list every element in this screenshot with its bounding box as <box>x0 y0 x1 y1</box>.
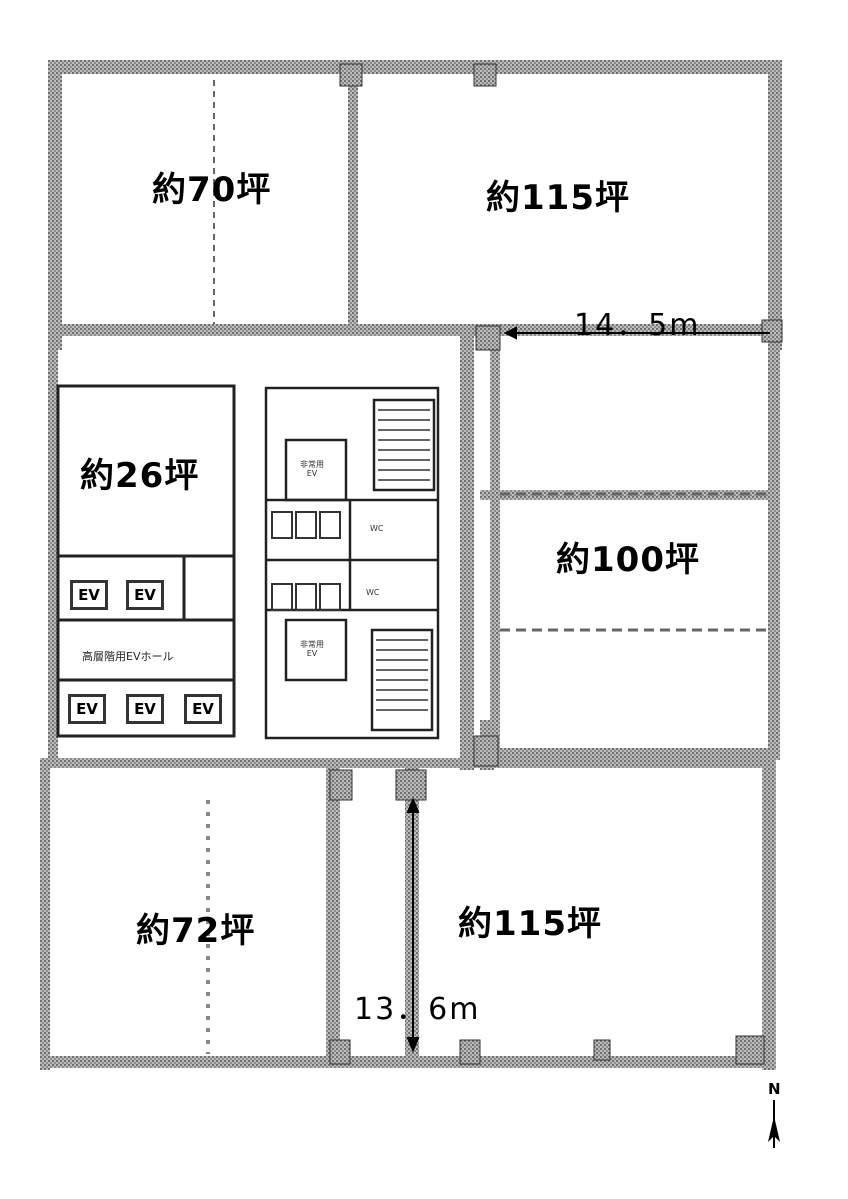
wc-label-2: WC <box>366 588 380 597</box>
ev-hall-label: 高層階用EVホール <box>82 650 174 663</box>
north-arrow-icon <box>768 1100 780 1148</box>
freight-ev-label-1: 非常用 EV <box>300 460 324 478</box>
wc-stalls <box>271 511 341 611</box>
wc-label-1: WC <box>370 524 384 533</box>
dimension-top: 14．5m <box>574 308 701 343</box>
elevator-3: EV <box>68 694 106 724</box>
stairs <box>376 409 430 711</box>
dimension-lines <box>406 326 770 1053</box>
elevator-label: EV <box>134 700 156 718</box>
room-label-se: 約115坪 <box>458 904 602 944</box>
central-core <box>264 386 440 740</box>
elevator-4: EV <box>126 694 164 724</box>
room-label-ne: 約115坪 <box>486 178 630 218</box>
elevator-label: EV <box>78 586 100 604</box>
room-label-w-mid: 約26坪 <box>80 456 200 496</box>
room-label-nw: 約70坪 <box>152 170 272 210</box>
elevator-label: EV <box>192 700 214 718</box>
dimension-bottom: 13．6m <box>354 992 481 1027</box>
elevator-1: EV <box>70 580 108 610</box>
freight-ev-label-2: 非常用 EV <box>300 640 324 658</box>
west-core <box>56 384 236 738</box>
columns <box>329 63 783 1065</box>
elevator-2: EV <box>126 580 164 610</box>
room-label-sw: 約72坪 <box>136 911 256 951</box>
outer-walls <box>40 60 782 1070</box>
elevator-label: EV <box>134 586 156 604</box>
room-label-e-mid: 約100坪 <box>556 540 700 580</box>
division-lines <box>206 80 766 1054</box>
elevator-label: EV <box>76 700 98 718</box>
elevator-5: EV <box>184 694 222 724</box>
compass-north-label: N <box>768 1080 781 1098</box>
